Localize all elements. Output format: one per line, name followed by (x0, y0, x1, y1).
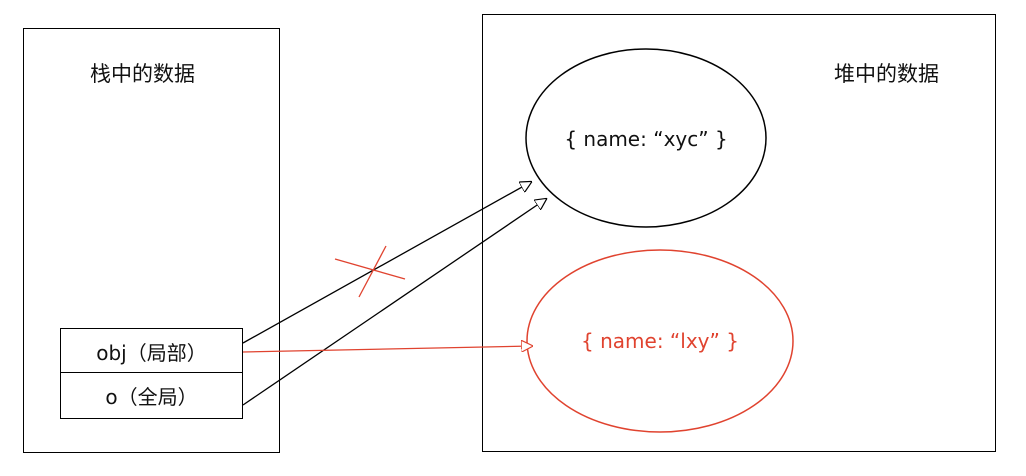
stack-panel-title: 栈中的数据 (90, 62, 195, 86)
heap-object-lxy-label: { name: “lxy” } (581, 329, 739, 353)
stack-variable-obj: obj（局部） (60, 328, 243, 374)
broken-reference-cross-stroke-1 (334, 258, 406, 280)
heap-panel-title: 堆中的数据 (834, 62, 939, 86)
heap-object-xyc-label: { name: “xyc” } (564, 127, 728, 151)
broken-reference-cross-stroke-2 (358, 245, 387, 298)
stack-variable-o: o（全局） (60, 372, 243, 419)
